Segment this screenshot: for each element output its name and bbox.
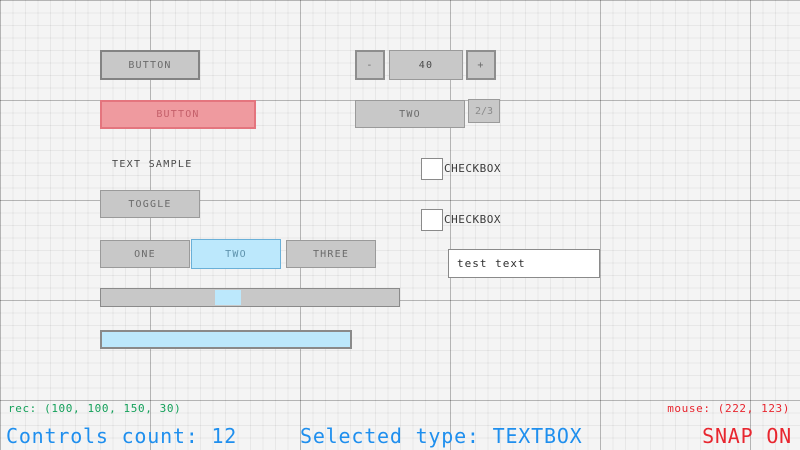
spinner-value-label: 40 [418, 59, 434, 71]
dropdown-page-badge-label: 2/3 [474, 105, 494, 117]
spinner-increment-button[interactable]: + [466, 50, 496, 80]
spinner-minus-label: - [366, 59, 374, 71]
toggle-group-item-two[interactable]: TWO [191, 239, 281, 269]
button-primary-label: BUTTON [128, 59, 172, 71]
slider-handle[interactable] [215, 290, 241, 305]
button-danger-label: BUTTON [156, 109, 200, 120]
toggle-group-item-two-label: TWO [225, 248, 247, 260]
textbox-input[interactable]: test text [448, 249, 600, 278]
button-danger[interactable]: BUTTON [100, 100, 256, 129]
spinner-decrement-button[interactable]: - [355, 50, 385, 80]
checkbox-1-box[interactable] [421, 158, 443, 180]
checkbox-2-label: CHECKBOX [444, 213, 501, 226]
toggle-group-item-one-label: ONE [134, 248, 156, 260]
toggle-control[interactable]: TOGGLE [100, 190, 200, 218]
mouse-position-readout: mouse: (222, 123) [667, 402, 790, 415]
snap-state-readout: SNAP ON [702, 424, 792, 448]
rec-info-readout: rec: (100, 100, 150, 30) [8, 402, 182, 415]
checkbox-1-label: CHECKBOX [444, 162, 501, 175]
slider-track[interactable] [100, 288, 400, 307]
textbox-value: test text [457, 257, 526, 270]
text-sample-label: TEXT SAMPLE [112, 155, 272, 173]
spinner-value[interactable]: 40 [389, 50, 463, 80]
toggle-group-item-three[interactable]: THREE [286, 240, 376, 268]
dropdown-value: TWO [399, 108, 421, 120]
selected-type-readout: Selected type: TEXTBOX [300, 424, 583, 448]
text-sample-value: TEXT SAMPLE [112, 158, 193, 170]
dropdown-page-badge[interactable]: 2/3 [468, 99, 500, 123]
toggle-group-item-three-label: THREE [312, 248, 350, 260]
dropdown-box[interactable]: TWO [355, 100, 465, 128]
progress-bar [100, 330, 352, 349]
checkbox-2-box[interactable] [421, 209, 443, 231]
toggle-label: TOGGLE [128, 198, 172, 210]
controls-count-readout: Controls count: 12 [6, 424, 238, 448]
toggle-group-item-one[interactable]: ONE [100, 240, 190, 268]
button-primary[interactable]: BUTTON [100, 50, 200, 80]
spinner-plus-label: + [477, 59, 485, 71]
